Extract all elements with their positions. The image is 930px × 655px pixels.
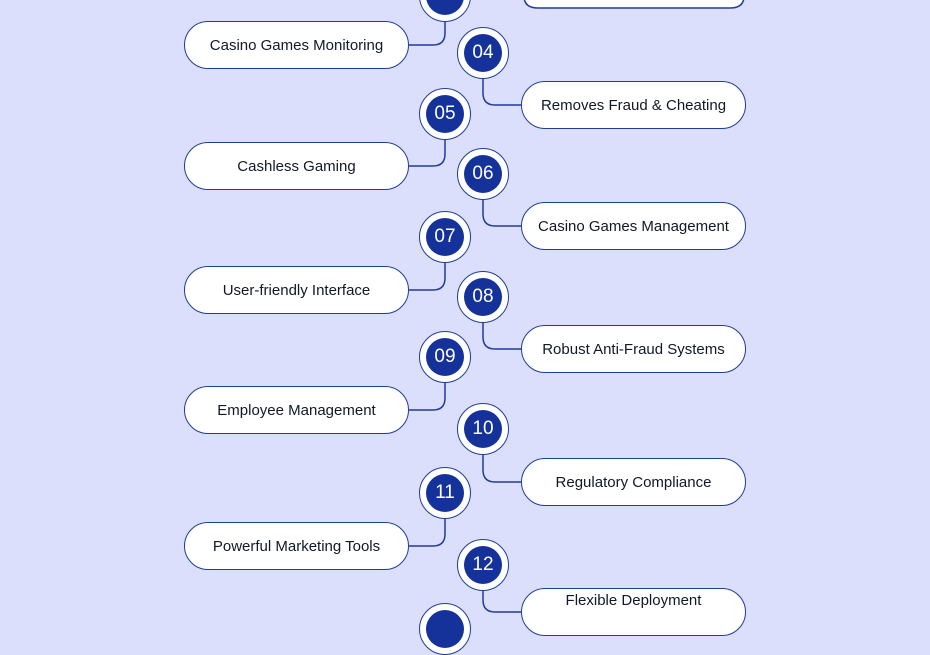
step-connector [482,556,705,613]
step-label: Casino Games Management [521,202,746,250]
step-connector [482,420,705,483]
step-label: Powerful Marketing Tools [184,522,409,570]
step-number [426,0,464,15]
step-number-badge: 07 [419,211,471,263]
step-label: Employee Management [184,386,409,434]
step-number: 06 [464,155,502,193]
step-label: Cashless Gaming [184,142,409,190]
step-number: 07 [426,218,464,256]
step-label: User-friendly Interface [184,266,409,314]
step-label: Removes Fraud & Cheating [521,81,746,129]
step-number: 12 [464,546,502,584]
step-number: 10 [464,410,502,448]
connector-lines [228,0,745,613]
step-label: Flexible Deployment [521,588,746,636]
step-connector [482,44,705,106]
step-number: 11 [426,474,464,512]
step-number: 08 [464,278,502,316]
step-label: Regulatory Compliance [521,458,746,506]
step-connector [482,288,705,350]
step-number: 09 [426,338,464,376]
step-number-badge: 06 [457,148,509,200]
step-connector [228,3,446,46]
step-connector [228,228,446,291]
step-number-badge: 08 [457,271,509,323]
step-connector [228,105,446,167]
step-connector [482,165,705,227]
step-label: Robust Anti-Fraud Systems [521,325,746,373]
step-number-badge: 11 [419,467,471,519]
partial-pill-top [523,0,745,9]
step-number-badge: 05 [419,88,471,140]
step-number-badge: 10 [457,403,509,455]
step-label: Casino Games Monitoring [184,21,409,69]
step-number: 04 [464,34,502,72]
step-number-badge: 09 [419,331,471,383]
step-number: 05 [426,95,464,133]
step-number-badge: 12 [457,539,509,591]
step-connector [228,348,446,411]
step-number-badge-partial [419,603,471,655]
step-connector [228,484,446,547]
step-number-badge: 04 [457,27,509,79]
